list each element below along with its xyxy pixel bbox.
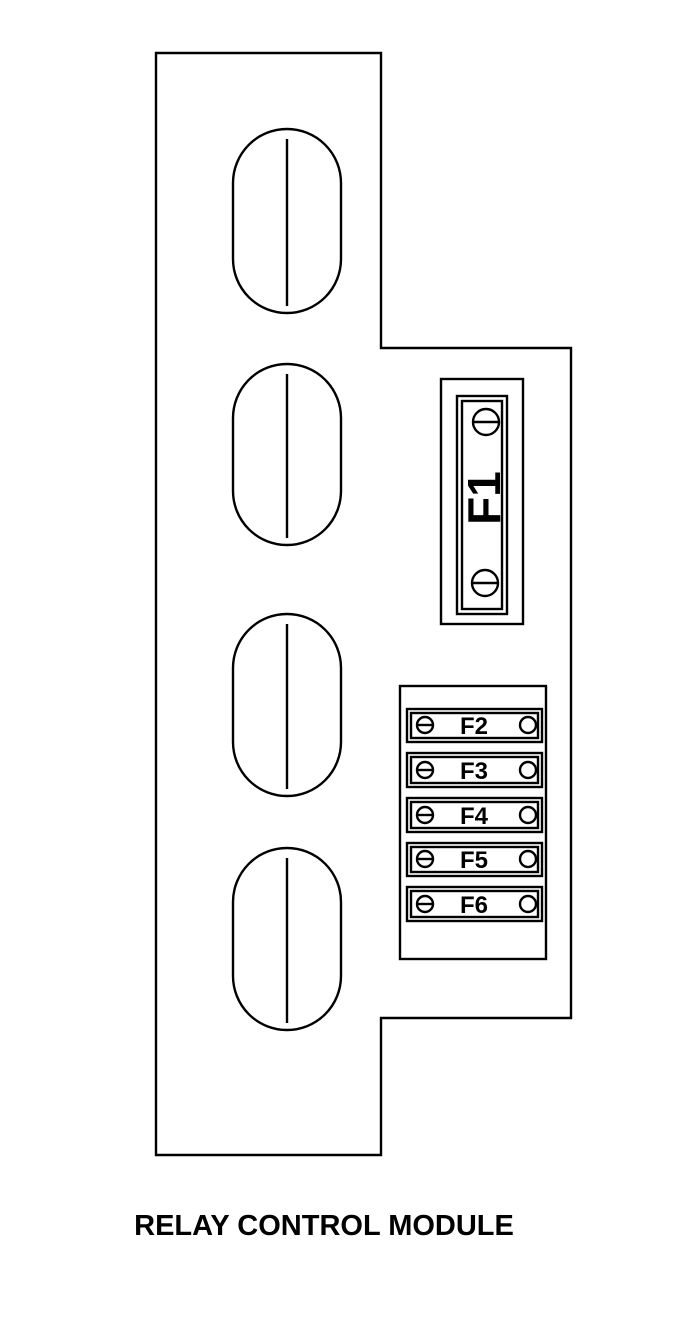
diagram-caption: RELAY CONTROL MODULE bbox=[134, 1210, 514, 1242]
screw-icon bbox=[415, 805, 435, 825]
screw-icon bbox=[415, 894, 435, 914]
relay-1 bbox=[231, 127, 343, 315]
terminal-icon bbox=[518, 715, 538, 735]
screw-icon bbox=[415, 849, 435, 869]
fuse-label: F6 bbox=[460, 892, 488, 919]
terminal-icon bbox=[518, 849, 538, 869]
fuse-block: F2 F3 F4 bbox=[398, 684, 548, 961]
screw-icon bbox=[415, 715, 435, 735]
terminal-icon bbox=[518, 894, 538, 914]
relay-4 bbox=[231, 846, 343, 1032]
fuse-f2: F2 bbox=[405, 707, 544, 744]
relay-3 bbox=[231, 612, 343, 798]
fuse-label: F3 bbox=[460, 758, 488, 785]
fuse-f4: F4 bbox=[405, 796, 544, 834]
fuse-f6: F6 bbox=[405, 885, 544, 923]
terminal-icon bbox=[518, 760, 538, 780]
main-fuse-holder: F1 bbox=[439, 377, 525, 626]
module-outline bbox=[154, 51, 573, 1157]
fuse-label: F5 bbox=[460, 847, 488, 874]
fuse-label: F4 bbox=[460, 803, 489, 830]
screw-icon bbox=[471, 407, 501, 437]
terminal-icon bbox=[518, 805, 538, 825]
fuse-f5: F5 bbox=[405, 841, 544, 878]
fuse-f1-label: F1 bbox=[458, 471, 510, 525]
screw-icon bbox=[415, 760, 435, 780]
screw-icon bbox=[470, 568, 500, 598]
fuse-label: F2 bbox=[460, 713, 488, 740]
fuse-f3: F3 bbox=[405, 751, 544, 789]
relay-2 bbox=[231, 362, 343, 547]
